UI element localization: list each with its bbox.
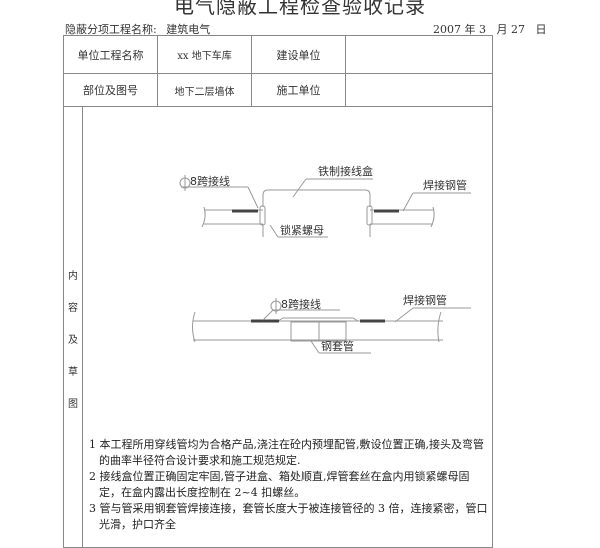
unit-project-value: xx 地下车库 (158, 36, 252, 73)
diagram1-pipe-label: 焊接钢管 (423, 178, 467, 192)
diagram1-box-label: 铁制接线盒 (318, 164, 373, 178)
side-char: 内 (68, 271, 78, 282)
diagram1-nut-label: 锁紧螺母 (280, 223, 324, 237)
table-row-location: 部位及图号 地下二层墙体 施工单位 (64, 74, 492, 107)
content-section: 内 容 及 草 图 (64, 107, 492, 547)
diagram2-jumper-label: 8跨接线 (281, 297, 321, 311)
record-date: 2007 年 3 月 27 日 (433, 23, 547, 36)
unit-project-label: 单位工程名称 (64, 36, 158, 73)
note-item: 2 接线盒位置正确固定牢固,管子进盒、箱处顺直,焊管套丝在盒内用锁紧螺母固定，在… (89, 470, 470, 499)
sketch-area: 8跨接线 铁制接线盒 焊接钢管 锁紧螺母 (83, 107, 492, 547)
sub-project-value: 建筑电气 (166, 23, 211, 36)
diagram1-jumper-label: 8跨接线 (190, 174, 230, 188)
table-row-project: 单位工程名称 xx 地下车库 建设单位 (64, 36, 492, 74)
note-item: 1 本工程所用穿线管均为合格产品,浇注在砼内预埋配管,敷设位置正确,接头及弯管的… (89, 438, 484, 467)
content-side-label: 内 容 及 草 图 (64, 107, 83, 547)
document-title: 电气隐蔽工程检查验收记录 (174, 0, 426, 18)
sub-project-label: 隐蔽分项工程名称: (65, 23, 157, 36)
side-char: 及 (68, 335, 78, 346)
location-value: 地下二层墙体 (158, 74, 252, 106)
construction-owner-label: 建设单位 (252, 36, 346, 73)
junction-box-diagram (179, 175, 471, 238)
inspection-table: 单位工程名称 xx 地下车库 建设单位 部位及图号 地下二层墙体 施工单位 内 … (63, 35, 493, 548)
location-label: 部位及图号 (64, 74, 158, 106)
construction-owner-value (346, 36, 492, 73)
sketch-diagrams: 8跨接线 铁制接线盒 焊接钢管 锁紧螺母 (179, 164, 471, 354)
diagram2-sleeve-label: 钢套管 (321, 339, 354, 353)
sub-project: 隐蔽分项工程名称: 建筑电气 (65, 21, 216, 37)
contractor-value (346, 74, 492, 106)
side-char: 容 (68, 303, 78, 314)
side-char: 草 (68, 367, 78, 378)
inspection-notes: 1 本工程所用穿线管均为合格产品,浇注在砼内预埋配管,敷设位置正确,接头及弯管的… (89, 437, 489, 533)
contractor-label: 施工单位 (252, 74, 346, 106)
steel-sleeve-diagram (192, 298, 471, 354)
note-item: 3 管与管采用钢套管焊接连接，套管长度大于被连接管径的 3 倍，连接紧密，管口光… (89, 502, 488, 531)
diagram2-pipe-label: 焊接钢管 (403, 293, 447, 307)
side-char: 图 (68, 399, 78, 410)
